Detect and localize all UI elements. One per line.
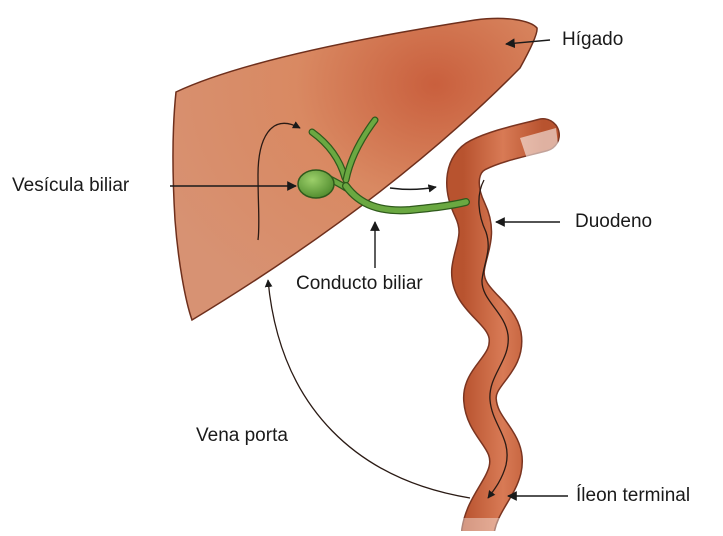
label-bile-duct: Conducto biliar: [296, 274, 423, 293]
ileum-fade: [455, 518, 500, 531]
label-duodenum: Duodeno: [575, 212, 652, 231]
label-liver: Hígado: [562, 30, 623, 49]
intestine-body: [463, 135, 543, 531]
portal-vein-arrow: [268, 280, 470, 498]
label-gallbladder: Vesícula biliar: [12, 176, 129, 195]
intestine: [455, 128, 560, 531]
label-portal-vein: Vena porta: [196, 426, 288, 445]
bile-flow-arrow: [390, 187, 436, 189]
gallbladder-shape: [298, 170, 334, 198]
label-terminal-ileum: Íleon terminal: [576, 486, 690, 505]
